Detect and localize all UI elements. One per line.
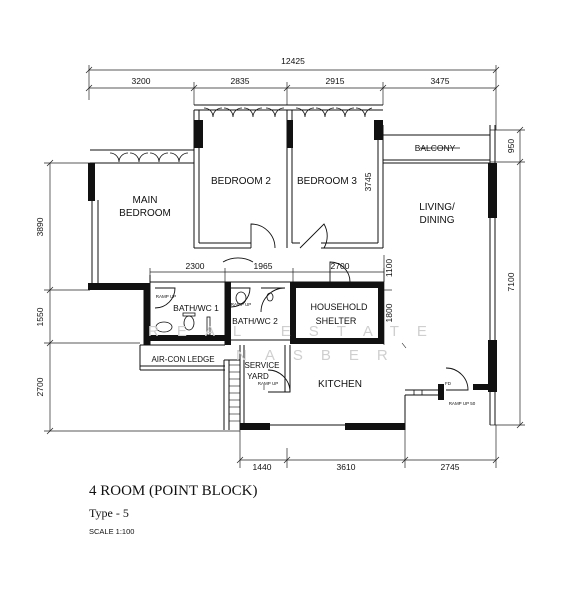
structural-walls: [88, 120, 497, 430]
dim-inner-1: 2300: [186, 261, 205, 271]
dim-bottom-3: 2745: [441, 462, 460, 472]
dim-inner-2: 1965: [254, 261, 273, 271]
plan-title: 4 ROOM (POINT BLOCK): [89, 483, 258, 499]
dim-right-1: 950: [506, 139, 516, 153]
living-label-2: DINING: [420, 215, 455, 226]
bath1-label: BATH/WC 1: [173, 303, 219, 313]
dim-inner-3: 2700: [331, 261, 350, 271]
aircon-ledge-label: AIR-CON LEDGE: [151, 355, 214, 364]
doors: [154, 223, 469, 393]
plan-type: Type - 5: [89, 506, 129, 520]
dimension-lines: [44, 65, 525, 468]
kitchen-label: KITCHEN: [318, 379, 362, 390]
main-bedroom-label-2: BEDROOM: [119, 208, 171, 219]
dim-overall: 12425: [281, 56, 305, 66]
shelter-label-1: HOUSEHOLD: [310, 302, 368, 312]
living-label-1: LIVING/: [419, 202, 455, 213]
main-bedroom-label-1: MAIN: [133, 195, 158, 206]
room-labels: MAIN BEDROOM BEDROOM 2 BEDROOM 3 BALCONY…: [119, 143, 476, 406]
ramp-label-bath1: RAMP UP: [156, 294, 176, 299]
shelter-label-2: SHELTER: [316, 316, 357, 326]
service-yard-label-2: YARD: [247, 372, 269, 381]
dim-inner-v2: 1800: [384, 303, 394, 322]
dim-top-1: 3200: [132, 76, 151, 86]
bedroom2-label: BEDROOM 2: [211, 176, 271, 187]
plan-scale: SCALE 1:100: [89, 527, 135, 536]
bath2-label: BATH/WC 2: [232, 316, 278, 326]
dim-top-2: 2835: [231, 76, 250, 86]
dim-top-3: 2915: [326, 76, 345, 86]
dim-bottom-2: 3610: [337, 462, 356, 472]
bedroom3-label: BEDROOM 3: [297, 176, 357, 187]
watermark: REAL ESTATE NASBER: [148, 323, 445, 364]
ramp-label-entry: RAMP UP 50: [449, 401, 476, 406]
dimension-labels: 12425 3200 2835 2915 3475 3890 1550 2700…: [35, 56, 516, 472]
balcony-label: BALCONY: [415, 143, 456, 153]
ramp-label-bath2: RAMP UP: [231, 302, 251, 307]
windows: [109, 107, 460, 163]
dim-bottom-1: 1440: [253, 462, 272, 472]
dim-left-1: 3890: [35, 217, 45, 236]
dim-bedroom3: 3745: [363, 172, 373, 191]
dim-inner-v1: 1100: [384, 259, 394, 278]
dim-left-3: 2700: [35, 377, 45, 396]
thin-walls: [90, 104, 496, 430]
ramp-label-yard: RAMP UP: [258, 381, 278, 386]
ramps: [229, 342, 407, 422]
dim-left-2: 1550: [35, 307, 45, 326]
service-yard-label-1: SERVICE: [245, 361, 280, 370]
fd-label: FD: [445, 381, 452, 386]
watermark-line2: NASBER: [236, 347, 406, 364]
dim-right-2: 7100: [506, 272, 516, 291]
fixtures: [155, 291, 423, 396]
dim-top-4: 3475: [431, 76, 450, 86]
watermark-line1: REAL ESTATE: [148, 323, 445, 340]
